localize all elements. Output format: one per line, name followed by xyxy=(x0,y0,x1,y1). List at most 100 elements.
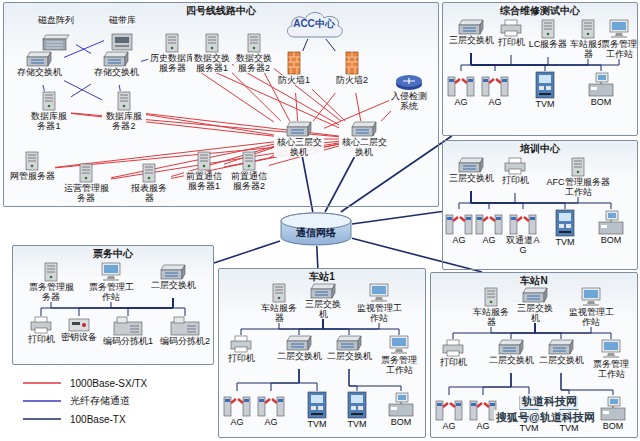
sw-icon xyxy=(336,335,362,351)
ag-icon xyxy=(223,391,251,417)
ag-icon xyxy=(469,395,497,421)
sw-icon xyxy=(310,283,336,299)
device-node: 票务管理服务器 xyxy=(27,262,75,302)
device-node: 票务管理工作站 xyxy=(601,19,637,59)
device-node: 密钥设备 xyxy=(59,316,99,350)
connector xyxy=(471,191,489,209)
device-label: 编码分拣机2 xyxy=(160,336,210,346)
device-label: 打印机 xyxy=(440,357,467,367)
device-node: 存储交换机 xyxy=(91,51,141,85)
device-node: BOM xyxy=(593,395,633,439)
device-label: 二层交换机 xyxy=(539,355,584,365)
sw-icon xyxy=(522,287,548,303)
pc-icon xyxy=(388,335,410,355)
device-label: 票务管理工作站 xyxy=(601,39,637,59)
connector xyxy=(471,53,511,65)
cloud-label: ACC中心 xyxy=(293,17,335,31)
connector xyxy=(274,69,341,121)
connector xyxy=(196,69,274,122)
device-label: 三层交换机 xyxy=(449,35,494,45)
device-label: 数据库服务器1 xyxy=(27,111,71,131)
device-label: 票务管理工作站 xyxy=(87,282,135,302)
connector xyxy=(214,241,280,263)
connector xyxy=(449,373,511,395)
device-label: 三层交换机 xyxy=(513,303,557,323)
device-label: 监视管理工作站 xyxy=(568,307,614,327)
network-cylinder: 通信网络 xyxy=(280,212,352,246)
device-label: 编码分拣机1 xyxy=(103,336,153,346)
connector xyxy=(296,93,298,121)
device-label: 数据交换服务器2 xyxy=(234,53,274,73)
connector xyxy=(326,39,336,51)
device-node: 双通道AG xyxy=(505,209,541,255)
device-label: AG xyxy=(482,235,495,245)
ag-icon xyxy=(509,209,537,235)
device-label: 票务管理工作站 xyxy=(377,355,421,375)
device-label: 密钥设备 xyxy=(61,332,97,342)
device-node: 车站服务器 xyxy=(471,287,511,327)
device-node: 核心二层交换机 xyxy=(339,121,389,157)
device-label: 打印机 xyxy=(228,353,255,363)
device-node: BOM xyxy=(581,71,621,115)
panel-title: 车站N xyxy=(431,273,637,287)
connector xyxy=(237,369,299,391)
connector xyxy=(232,64,339,125)
srv-icon xyxy=(580,19,596,39)
device-label: AG xyxy=(454,97,467,107)
connector xyxy=(471,53,495,71)
device-node: 打印机 xyxy=(224,335,258,371)
device-node: AG xyxy=(444,209,474,253)
panel-title: 车站1 xyxy=(219,269,425,283)
connector xyxy=(325,157,354,212)
connector xyxy=(312,89,345,121)
device-label: 打印机 xyxy=(498,37,525,47)
connector xyxy=(141,59,148,61)
connector xyxy=(471,191,523,209)
connector xyxy=(461,53,471,71)
device-node: 打印机 xyxy=(500,157,530,193)
connector xyxy=(43,85,44,91)
connector xyxy=(173,298,185,316)
connector xyxy=(119,85,120,91)
fw-icon xyxy=(345,51,359,75)
device-node: 磁带库 xyxy=(104,15,140,51)
device-label: AG xyxy=(452,235,465,245)
device-node: AG xyxy=(434,395,464,439)
bom-icon xyxy=(600,395,626,421)
srv-icon xyxy=(246,33,262,53)
device-label: 车站服务器 xyxy=(471,307,511,327)
panel-region: 票务中心票务管理服务器票务管理工作站二层交换机打印机密钥设备编码分拣机1编码分拣… xyxy=(12,245,214,365)
panel-region: 综合维修测试中心三层交换机打印机LC服务器车站服务器票务管理工作站AGAGTVM… xyxy=(442,2,638,136)
device-node: 监视管理工作站 xyxy=(568,287,614,327)
device-node: BOM xyxy=(381,391,421,435)
device-label: BOM xyxy=(601,235,622,245)
prn-icon xyxy=(500,19,522,37)
device-label: 二层交换机 xyxy=(151,280,196,290)
device-label: 存储交换机 xyxy=(94,67,139,77)
device-label: 磁带库 xyxy=(109,15,136,25)
device-node: 数据库服务器1 xyxy=(27,91,71,131)
srv-icon xyxy=(271,283,287,303)
connector xyxy=(459,191,471,209)
connector xyxy=(271,369,299,391)
device-label: 核心三层交换机 xyxy=(274,137,324,157)
device-node: 编码分拣机2 xyxy=(157,316,213,354)
device-node: TVM xyxy=(302,391,332,437)
device-node: 三层交换机 xyxy=(446,157,496,191)
device-node: AG xyxy=(474,209,504,253)
device-node: 网管服务器 xyxy=(9,151,55,189)
device-node: 监视管理工作站 xyxy=(356,283,402,323)
network-label: 通信网络 xyxy=(296,226,336,240)
connector xyxy=(471,191,515,203)
legend-text: 1000Base-SX/TX xyxy=(70,378,147,389)
srv-icon xyxy=(204,33,220,53)
srv-icon xyxy=(164,33,180,53)
device-label: 历史数据库服务器 xyxy=(148,53,196,73)
device-node: 防火墙2 xyxy=(334,51,370,93)
panel-title: 票务中心 xyxy=(13,246,213,260)
device-label: 防火墙2 xyxy=(336,75,368,85)
device-node: 入侵检测系统 xyxy=(389,73,429,111)
pc-icon xyxy=(580,287,602,307)
connector xyxy=(535,323,561,339)
device-node: AG xyxy=(480,71,510,115)
